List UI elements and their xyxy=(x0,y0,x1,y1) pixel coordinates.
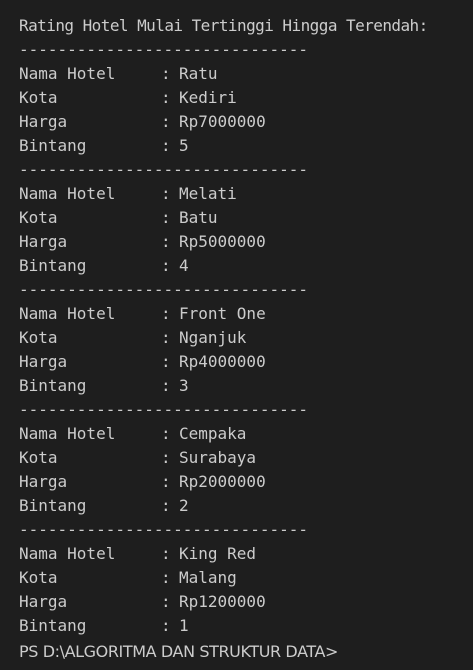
hotel-city-row: Kota : Surabaya xyxy=(19,446,473,470)
hotel-name-value: Ratu xyxy=(179,64,218,83)
hotel-name-label: Nama Hotel xyxy=(19,64,116,83)
hotel-list: ------------------------------ Nama Hote… xyxy=(19,38,473,638)
colon: : xyxy=(161,592,171,611)
separator-line: ------------------------------ xyxy=(19,280,308,299)
colon: : xyxy=(161,64,171,83)
hotel-name-value: King Red xyxy=(179,544,257,563)
hotel-name-row: Nama Hotel : King Red xyxy=(19,542,473,566)
colon: : xyxy=(161,304,171,323)
hotel-city-label: Kota xyxy=(19,88,58,107)
hotel-stars-label: Bintang xyxy=(19,376,87,395)
hotel-price-row: Harga : Rp5000000 xyxy=(19,230,473,254)
separator-line: ------------------------------ xyxy=(19,40,308,59)
hotel-price-value: Rp7000000 xyxy=(179,112,266,131)
hotel-stars-label: Bintang xyxy=(19,256,87,275)
hotel-entry: ------------------------------ Nama Hote… xyxy=(19,38,473,158)
hotel-stars-row: Bintang : 5 xyxy=(19,134,473,158)
output-title: Rating Hotel Mulai Tertinggi Hingga Tere… xyxy=(19,16,428,35)
hotel-name-label: Nama Hotel xyxy=(19,424,116,443)
hotel-stars-value: 5 xyxy=(179,136,189,155)
hotel-stars-value: 4 xyxy=(179,256,189,275)
hotel-city-value: Batu xyxy=(179,208,218,227)
colon: : xyxy=(161,448,171,467)
hotel-stars-label: Bintang xyxy=(19,496,87,515)
hotel-name-label: Nama Hotel xyxy=(19,184,116,203)
hotel-price-value: Rp5000000 xyxy=(179,232,266,251)
separator-line: ------------------------------ xyxy=(19,400,308,419)
colon: : xyxy=(161,88,171,107)
colon: : xyxy=(161,112,171,131)
hotel-name-label: Nama Hotel xyxy=(19,544,116,563)
hotel-name-row: Nama Hotel : Melati xyxy=(19,182,473,206)
separator-line: ------------------------------ xyxy=(19,160,308,179)
hotel-price-row: Harga : Rp2000000 xyxy=(19,470,473,494)
colon: : xyxy=(161,616,171,635)
colon: : xyxy=(161,568,171,587)
colon: : xyxy=(161,544,171,563)
colon: : xyxy=(161,496,171,515)
hotel-name-row: Nama Hotel : Ratu xyxy=(19,62,473,86)
hotel-price-row: Harga : Rp7000000 xyxy=(19,110,473,134)
hotel-stars-value: 2 xyxy=(179,496,189,515)
colon: : xyxy=(161,232,171,251)
hotel-name-value: Melati xyxy=(179,184,237,203)
hotel-city-label: Kota xyxy=(19,568,58,587)
hotel-name-row: Nama Hotel : Cempaka xyxy=(19,422,473,446)
hotel-name-row: Nama Hotel : Front One xyxy=(19,302,473,326)
hotel-price-label: Harga xyxy=(19,112,68,131)
hotel-stars-row: Bintang : 3 xyxy=(19,374,473,398)
hotel-name-value: Front One xyxy=(179,304,266,323)
terminal-prompt[interactable]: PS D:\ALGORITMA DAN STRUKTUR DATA> xyxy=(19,642,339,661)
colon: : xyxy=(161,352,171,371)
colon: : xyxy=(161,376,171,395)
hotel-stars-label: Bintang xyxy=(19,136,87,155)
colon: : xyxy=(161,472,171,491)
hotel-stars-label: Bintang xyxy=(19,616,87,635)
hotel-price-value: Rp1200000 xyxy=(179,592,266,611)
hotel-city-label: Kota xyxy=(19,208,58,227)
hotel-name-value: Cempaka xyxy=(179,424,247,443)
hotel-stars-value: 3 xyxy=(179,376,189,395)
hotel-stars-row: Bintang : 1 xyxy=(19,614,473,638)
hotel-city-value: Kediri xyxy=(179,88,237,107)
hotel-price-value: Rp2000000 xyxy=(179,472,266,491)
hotel-stars-row: Bintang : 2 xyxy=(19,494,473,518)
colon: : xyxy=(161,208,171,227)
separator-line: ------------------------------ xyxy=(19,520,308,539)
hotel-city-row: Kota : Nganjuk xyxy=(19,326,473,350)
colon: : xyxy=(161,184,171,203)
hotel-city-label: Kota xyxy=(19,448,58,467)
hotel-stars-value: 1 xyxy=(179,616,189,635)
hotel-stars-row: Bintang : 4 xyxy=(19,254,473,278)
hotel-name-label: Nama Hotel xyxy=(19,304,116,323)
hotel-price-label: Harga xyxy=(19,472,68,491)
hotel-entry: ------------------------------ Nama Hote… xyxy=(19,518,473,638)
colon: : xyxy=(161,256,171,275)
hotel-price-row: Harga : Rp1200000 xyxy=(19,590,473,614)
hotel-city-row: Kota : Malang xyxy=(19,566,473,590)
hotel-price-label: Harga xyxy=(19,352,68,371)
hotel-entry: ------------------------------ Nama Hote… xyxy=(19,278,473,398)
hotel-city-label: Kota xyxy=(19,328,58,347)
hotel-entry: ------------------------------ Nama Hote… xyxy=(19,158,473,278)
hotel-city-value: Malang xyxy=(179,568,237,587)
hotel-city-row: Kota : Kediri xyxy=(19,86,473,110)
hotel-city-row: Kota : Batu xyxy=(19,206,473,230)
hotel-entry: ------------------------------ Nama Hote… xyxy=(19,398,473,518)
colon: : xyxy=(161,136,171,155)
hotel-price-row: Harga : Rp4000000 xyxy=(19,350,473,374)
hotel-city-value: Surabaya xyxy=(179,448,257,467)
hotel-city-value: Nganjuk xyxy=(179,328,247,347)
hotel-price-label: Harga xyxy=(19,592,68,611)
hotel-price-value: Rp4000000 xyxy=(179,352,266,371)
colon: : xyxy=(161,328,171,347)
colon: : xyxy=(161,424,171,443)
hotel-price-label: Harga xyxy=(19,232,68,251)
